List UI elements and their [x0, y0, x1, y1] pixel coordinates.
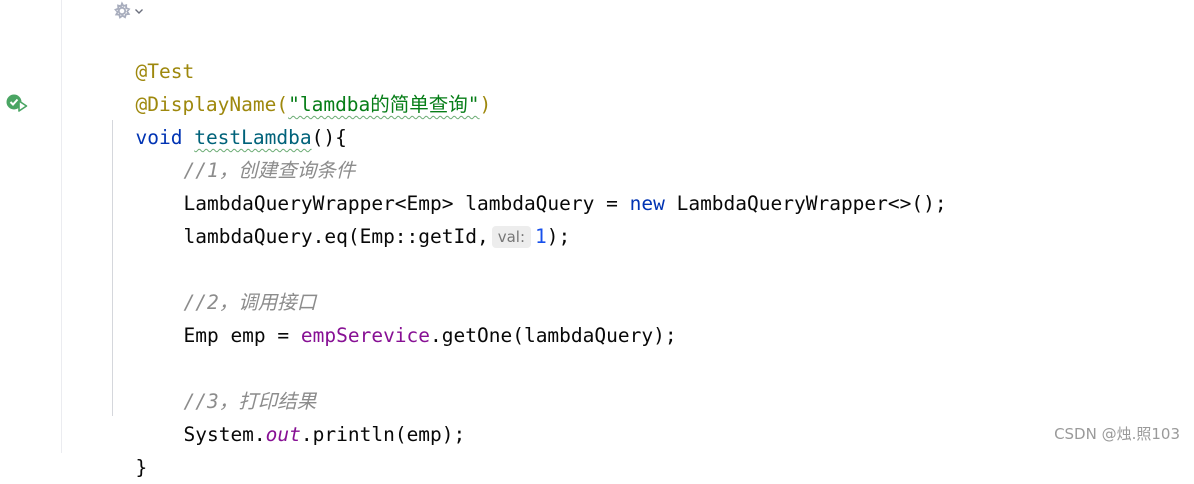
run-test-icon[interactable] [5, 92, 29, 114]
emp-service-field: empSerevice [300, 324, 431, 347]
keyword-new: new [629, 192, 665, 215]
method-name: testLamdba [194, 126, 312, 149]
println-call: .println(emp); [300, 423, 466, 446]
code-line-println[interactable]: System.out.println(emp); [160, 385, 465, 446]
code-line-wrapper-declaration[interactable]: LambdaQueryWrapper<Emp> lambdaQuery = ne… [160, 154, 946, 215]
eq-call-end: ); [546, 225, 571, 248]
code-line-annotation-test[interactable]: @Test [112, 22, 194, 83]
annotation-display-name: @DisplayName( [135, 93, 289, 116]
chevron-down-icon [135, 9, 143, 14]
inlay-hint-val: val: [491, 226, 532, 248]
eq-value-number: 1 [535, 225, 547, 248]
comment-create-query: //1，创建查询条件 [183, 159, 356, 182]
keyword-void: void [135, 126, 183, 149]
gutter-separator [61, 0, 62, 453]
code-line-comment-1[interactable]: //1，创建查询条件 [160, 121, 355, 182]
method-signature-end: (){ [311, 126, 347, 149]
gear-icon [114, 1, 131, 19]
code-line-emp-declaration[interactable]: Emp emp = empSerevice.getOne(lambdaQuery… [160, 286, 676, 347]
code-line-method-declaration[interactable]: void testLamdba(){ [112, 88, 346, 149]
closing-brace: } [135, 456, 148, 479]
code-line-display-name[interactable]: @DisplayName("lamdba的简单查询") [112, 55, 491, 116]
annotation-display-name-close: ) [479, 93, 492, 116]
settings-icon[interactable] [112, 1, 146, 21]
comment-call-interface: //2，调用接口 [183, 291, 317, 314]
code-line-comment-3[interactable]: //3，打印结果 [160, 352, 316, 413]
code-line-comment-2[interactable]: //2，调用接口 [160, 253, 316, 314]
wrapper-declaration-end: LambdaQueryWrapper<>(); [664, 192, 947, 215]
emp-declaration-end: .getOne(lambdaQuery); [430, 324, 677, 347]
indent-guide [112, 120, 113, 416]
annotation-test: @Test [135, 60, 195, 83]
watermark: CSDN @烛.照103 [1054, 425, 1180, 443]
emp-declaration-start: Emp emp = [183, 324, 301, 347]
comment-print-result: //3，打印结果 [183, 390, 317, 413]
eq-call-start: lambdaQuery.eq(Emp::getId, [183, 225, 489, 248]
wrapper-declaration-start: LambdaQueryWrapper<Emp> lambdaQuery = [183, 192, 630, 215]
code-line-closing-brace[interactable]: } [112, 418, 147, 479]
println-out-field: out [265, 423, 301, 446]
display-name-string: "lamdba的简单查询" [288, 93, 480, 116]
println-system: System. [183, 423, 266, 446]
code-line-eq-call[interactable]: lambdaQuery.eq(Emp::getId,val:1); [160, 187, 570, 248]
run-test-gutter-icon [6, 94, 28, 112]
